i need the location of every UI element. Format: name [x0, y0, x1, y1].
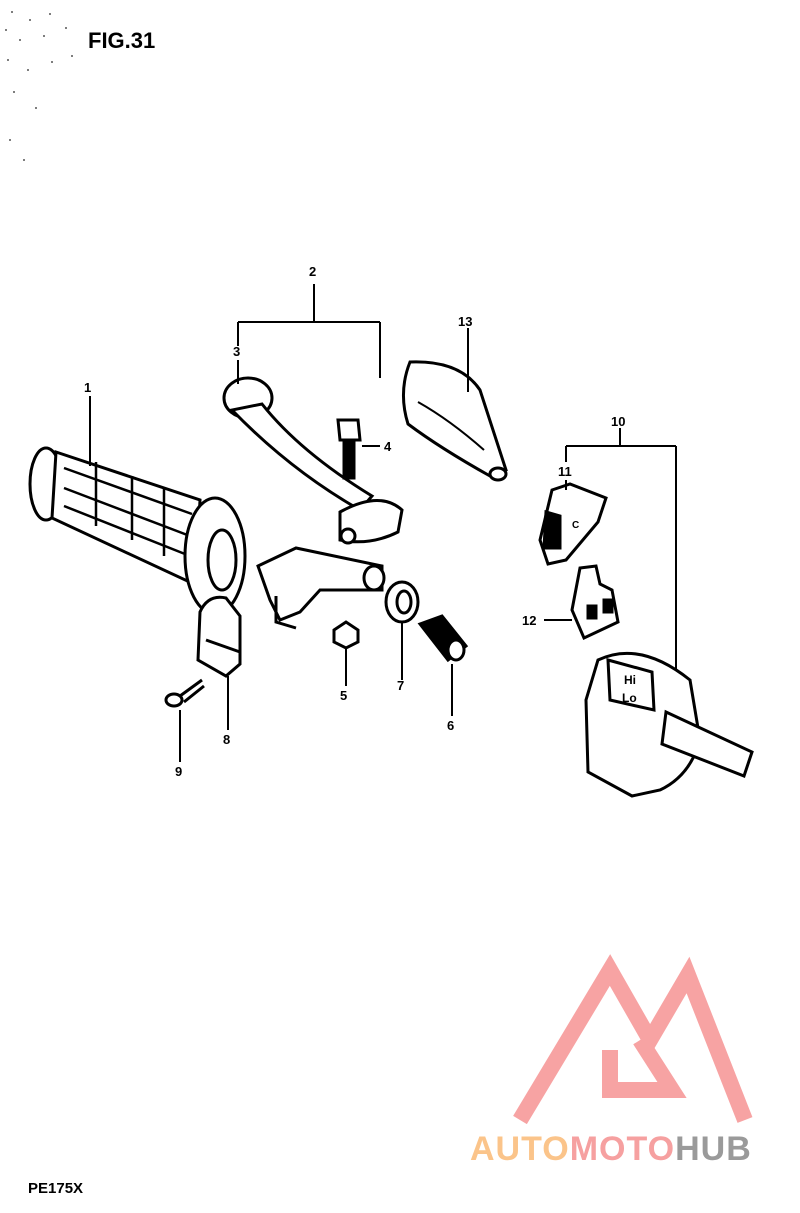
part-2-lever-holder: [256, 546, 386, 630]
switch-lo-marking: Lo: [622, 691, 637, 705]
model-code: PE175X: [28, 1180, 84, 1197]
part-6-adjuster: [417, 614, 469, 663]
watermark-auto: AUTO: [470, 1130, 570, 1168]
callout-5: 5: [340, 688, 347, 703]
callout-labels: 1 2 3 4 5 6 7 8 9 10 11 12 13: [84, 264, 625, 779]
part-1-grip: [28, 446, 247, 616]
callout-7: 7: [397, 678, 404, 693]
callout-12: 12: [522, 613, 536, 628]
watermark-moto: MOTO: [569, 1130, 676, 1168]
callout-3: 3: [233, 344, 240, 359]
figure-title: FIG.31: [88, 28, 156, 53]
callout-9: 9: [175, 764, 182, 779]
knob-marking: C: [572, 520, 579, 531]
callout-8: 8: [223, 732, 230, 747]
part-11-knob: [538, 482, 608, 566]
callout-2: 2: [309, 264, 316, 279]
part-12-contact: [570, 564, 620, 641]
part-3-lever: [222, 376, 404, 545]
part-8-clamp: [196, 595, 242, 678]
callout-11: 11: [558, 464, 572, 479]
callout-10: 10: [611, 414, 625, 429]
callout-1: 1: [84, 380, 91, 395]
watermark-logo: [513, 954, 753, 1125]
watermark-hub: HUB: [675, 1130, 752, 1168]
scan-noise: [5, 11, 73, 161]
callout-6: 6: [447, 718, 454, 733]
switch-hi-marking: Hi: [624, 673, 636, 687]
leader-lines: [89, 284, 677, 762]
part-13-boot: [401, 360, 508, 482]
part-9-screw: [164, 678, 205, 708]
callout-13: 13: [458, 314, 472, 329]
part-4-bolt: [336, 418, 362, 480]
watermark-text: AUTOMOTOHUB: [470, 1130, 752, 1169]
part-5-nut: [332, 620, 360, 650]
callout-4: 4: [384, 439, 392, 454]
part-7-ring: [384, 580, 420, 624]
part-10-switch: Hi Lo C: [572, 520, 754, 798]
